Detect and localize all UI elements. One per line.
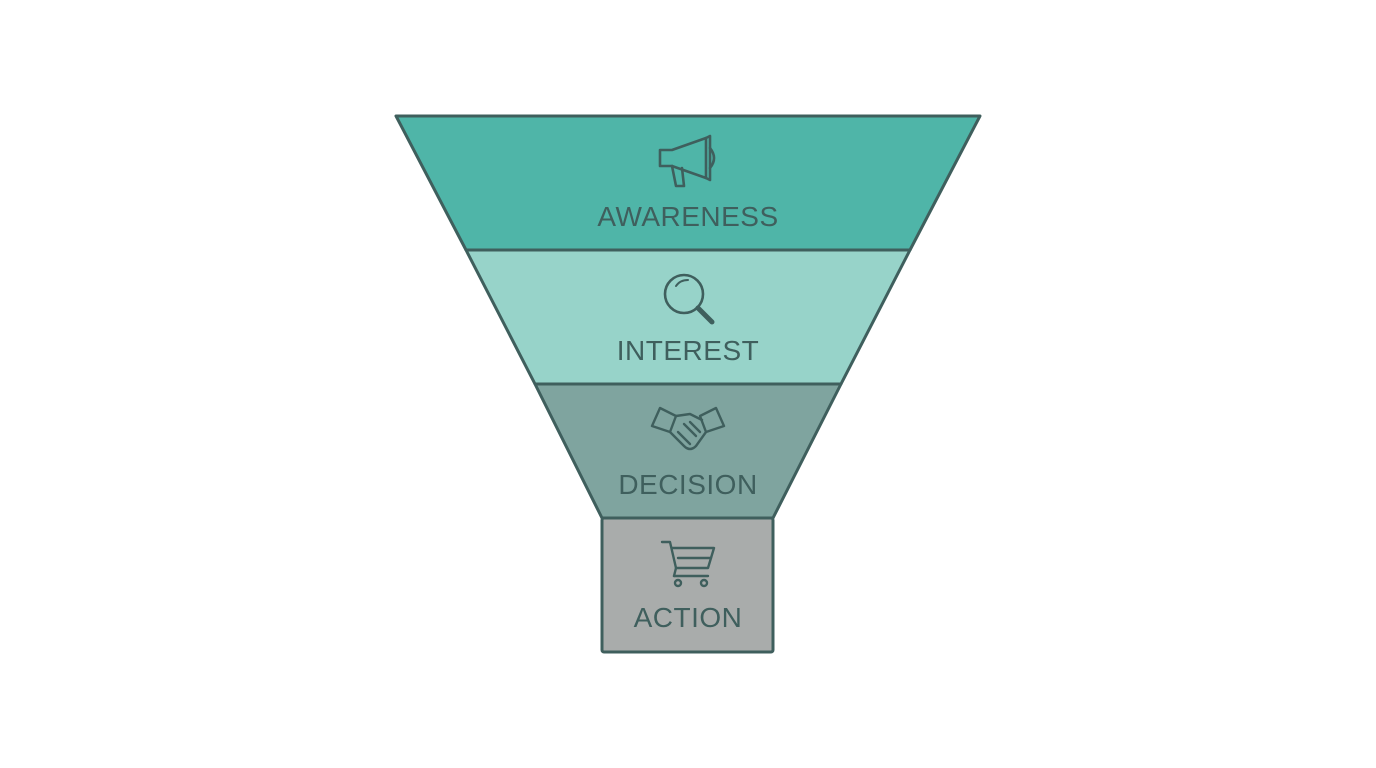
magnifier-icon xyxy=(663,273,715,325)
megaphone-icon xyxy=(658,134,716,188)
funnel-stage-decision: DECISION xyxy=(533,382,843,520)
stage-label-action: ACTION xyxy=(634,602,743,633)
stage-label-interest: INTEREST xyxy=(617,335,759,366)
handshake-icon xyxy=(650,406,726,451)
stage-label-awareness: AWARENESS xyxy=(597,201,778,232)
action-box xyxy=(600,516,775,654)
stage-label-decision: DECISION xyxy=(618,469,757,500)
funnel-stage-awareness: AWARENESS xyxy=(394,114,982,252)
funnel-stage-action: ACTION xyxy=(600,516,775,654)
shopping-cart-icon xyxy=(660,540,716,588)
funnel-stage-interest: INTEREST xyxy=(464,248,912,386)
